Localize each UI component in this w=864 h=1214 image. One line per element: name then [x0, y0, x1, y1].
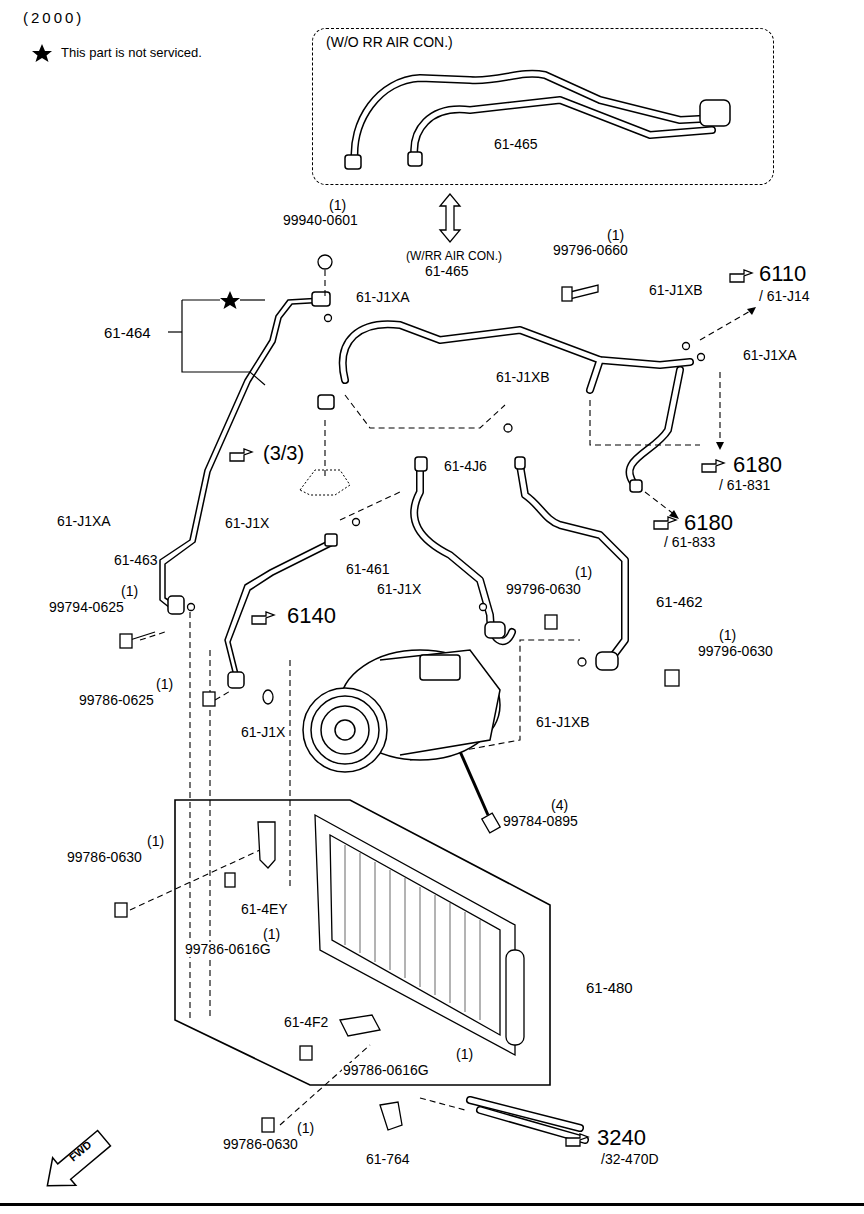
callout-number: 99796-0630 — [697, 644, 774, 659]
quantity-note: (4) — [550, 798, 569, 813]
callout-number: 61-463 — [113, 553, 159, 568]
quantity-note: (1) — [606, 228, 625, 243]
callout-number: 99796-0660 — [552, 243, 629, 258]
callout-number: 61-J1XB — [535, 715, 591, 730]
callout-number: 99786-0630 — [222, 1137, 299, 1152]
callout-number: 61-J1XA — [742, 348, 798, 363]
quantity-note: (1) — [155, 677, 174, 692]
quantity-note: (W/RR AIR CON.) — [405, 250, 503, 263]
callout-number: 61-462 — [655, 594, 704, 611]
callout-number: 61-J1XB — [648, 283, 704, 298]
callout-number: 6140 — [286, 604, 337, 628]
quantity-note: (3/3) — [262, 442, 305, 464]
callout-number: 61-J1X — [376, 582, 422, 597]
callout-number: 61-J1X — [240, 725, 286, 740]
callout-number: 99794-0625 — [48, 600, 125, 615]
quantity-note: (1) — [296, 1121, 315, 1136]
variant-heading: (W/O RR AIR CON.) — [325, 35, 454, 50]
callout-number: 61-465 — [493, 137, 539, 152]
quantity-note: (1) — [146, 834, 165, 849]
callout-number: 99940-0601 — [282, 213, 359, 228]
callout-number: 99786-0616G — [342, 1063, 430, 1078]
callout-number: 99786-0625 — [78, 693, 155, 708]
callout-number: 61-465 — [424, 264, 470, 279]
callout-number: 61-4J6 — [443, 459, 488, 474]
callout-number: / 61-833 — [663, 535, 716, 550]
callout-number: 61-4F2 — [283, 1015, 329, 1030]
callout-number: 61-J1XA — [355, 290, 411, 305]
callout-number: 6180 — [732, 453, 783, 477]
callout-number: 61-464 — [103, 325, 152, 342]
quantity-note: (1) — [120, 584, 139, 599]
callout-number: 61-J1XA — [56, 514, 112, 529]
callout-number: 99784-0895 — [502, 814, 579, 829]
variant-box: (W/O RR AIR CON.) 61-465 — [312, 28, 774, 185]
callout-number: / 61-J14 — [758, 289, 811, 304]
callout-number: /32-470D — [600, 1152, 660, 1167]
callout-number: 6180 — [683, 511, 734, 535]
callout-number: 61-4EY — [240, 902, 289, 917]
callout-number: 61-J1XB — [495, 370, 551, 385]
callout-number: 61-764 — [365, 1152, 411, 1167]
callout-number: 61-461 — [345, 562, 391, 577]
callout-number: This part is not serviced. — [60, 46, 203, 60]
quantity-note: (1) — [455, 1047, 474, 1062]
callout-number: 99796-0630 — [505, 582, 582, 597]
quantity-note: (2000) — [22, 10, 85, 27]
callout-number: 3240 — [596, 1126, 647, 1150]
callout-number: 61-J1X — [224, 516, 270, 531]
callout-number: / 61-831 — [718, 478, 771, 493]
callout-number: 99786-0616G — [184, 942, 272, 957]
callout-number: 6110 — [758, 262, 807, 286]
quantity-note: (1) — [574, 565, 593, 580]
quantity-note: (1) — [262, 927, 281, 942]
quantity-note: (1) — [718, 628, 737, 643]
callout-number: 99786-0630 — [66, 850, 143, 865]
quantity-note: (1) — [328, 198, 347, 213]
callout-number: 61-480 — [585, 980, 634, 997]
